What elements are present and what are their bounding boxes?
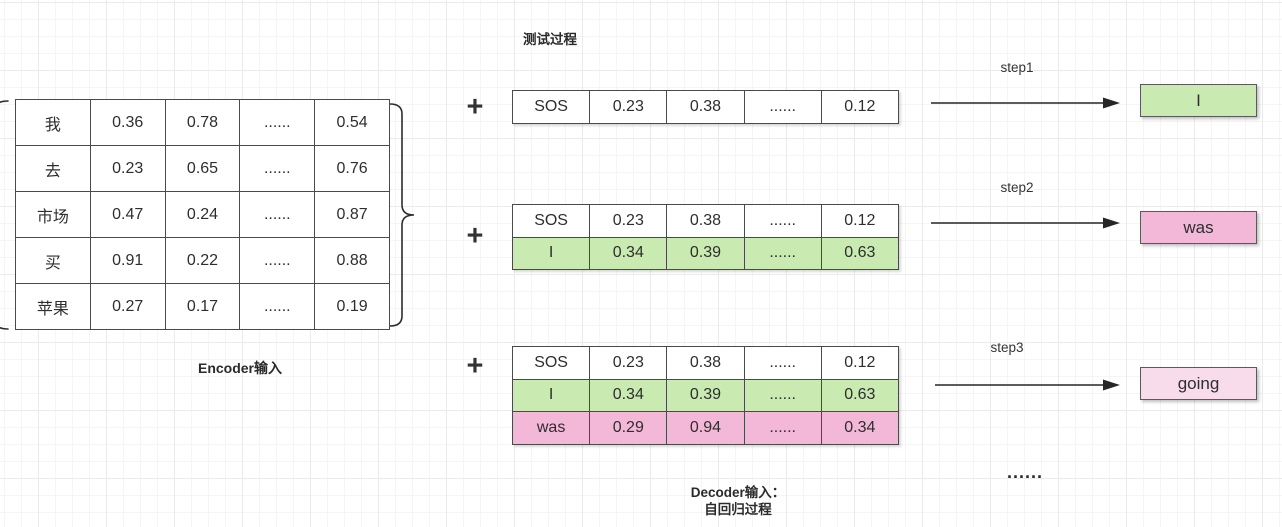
table-cell: 0.76 [314, 145, 390, 192]
table-cell: 我 [15, 99, 91, 146]
diagram-title: 测试过程 [523, 32, 577, 47]
table-cell: ...... [239, 191, 316, 238]
table-cell: 0.12 [820, 90, 899, 124]
table-cell: 0.34 [589, 236, 668, 271]
decoder-label-line1: Decoder输入： [690, 485, 786, 500]
table-cell: SOS [511, 90, 591, 124]
table-cell: 0.19 [314, 283, 390, 330]
decoder-label-line2: 自回归过程 [704, 502, 772, 517]
table-cell: ...... [239, 99, 316, 146]
table-cell: 0.34 [820, 411, 899, 445]
table-cell: 苹果 [15, 283, 91, 330]
table-cell: ...... [743, 378, 822, 413]
table-cell: ...... [743, 90, 822, 124]
table-cell: 0.27 [89, 283, 166, 330]
table-cell: 0.12 [820, 346, 899, 380]
step1-label: step1 [1000, 60, 1034, 75]
plus-icon-step1: + [466, 91, 484, 123]
table-cell: 0.24 [164, 191, 241, 238]
table-cell: ...... [743, 411, 822, 445]
table-cell: 0.54 [314, 99, 390, 146]
encoder-left-brace [0, 100, 9, 330]
table-cell: 0.63 [820, 236, 899, 271]
arrow-step2 [931, 217, 1120, 229]
decoder-label: Decoder输入： 自回归过程 [638, 484, 838, 518]
table-cell: ...... [239, 145, 316, 192]
table-cell: 0.39 [666, 378, 745, 413]
table-cell: 0.23 [589, 204, 668, 238]
plus-icon-step3: + [466, 350, 484, 382]
table-cell: 0.94 [666, 411, 745, 445]
plus-icon-step2: + [466, 220, 484, 252]
table-cell: 0.23 [589, 346, 668, 380]
table-cell: ...... [743, 236, 822, 271]
table-cell: ...... [239, 283, 316, 330]
table-cell: 0.12 [820, 204, 899, 238]
table-cell: 0.39 [666, 236, 745, 271]
step3-label: step3 [990, 340, 1024, 355]
table-cell: 0.29 [589, 411, 668, 445]
table-cell: 0.38 [666, 346, 745, 380]
table-cell: ...... [743, 346, 822, 380]
table-cell: 0.65 [164, 145, 241, 192]
table-cell: 0.23 [89, 145, 166, 192]
step2-label: step2 [1000, 180, 1034, 195]
table-cell: ...... [743, 204, 822, 238]
continuation-ellipsis: ...... [1006, 462, 1043, 482]
table-cell: 0.87 [314, 191, 390, 238]
table-cell: 0.36 [89, 99, 166, 146]
table-cell: 0.78 [164, 99, 241, 146]
table-cell: SOS [511, 204, 591, 238]
table-cell: SOS [511, 346, 591, 380]
table-cell: 0.38 [666, 90, 745, 124]
arrow-step1 [931, 97, 1120, 109]
encoder-right-brace [389, 103, 415, 327]
table-cell: 0.17 [164, 283, 241, 330]
table-cell: was [511, 411, 591, 445]
table-cell: I [511, 236, 591, 271]
encoder-label: Encoder输入 [197, 360, 282, 376]
table-cell: 0.47 [89, 191, 166, 238]
table-cell: 0.38 [666, 204, 745, 238]
table-cell: 0.23 [589, 90, 668, 124]
table-cell: I [511, 378, 591, 413]
table-cell: 0.22 [164, 237, 241, 284]
output-box-step1: I [1140, 84, 1257, 117]
table-cell: 0.91 [89, 237, 166, 284]
arrow-step3 [935, 379, 1120, 391]
table-cell: 0.63 [820, 378, 899, 413]
output-box-step3: going [1140, 367, 1257, 400]
table-cell: 买 [15, 237, 91, 284]
table-cell: 市场 [15, 191, 91, 238]
table-cell: 去 [15, 145, 91, 192]
table-cell: ...... [239, 237, 316, 284]
table-cell: 0.88 [314, 237, 390, 284]
table-cell: 0.34 [589, 378, 668, 413]
output-box-step2: was [1140, 211, 1257, 244]
